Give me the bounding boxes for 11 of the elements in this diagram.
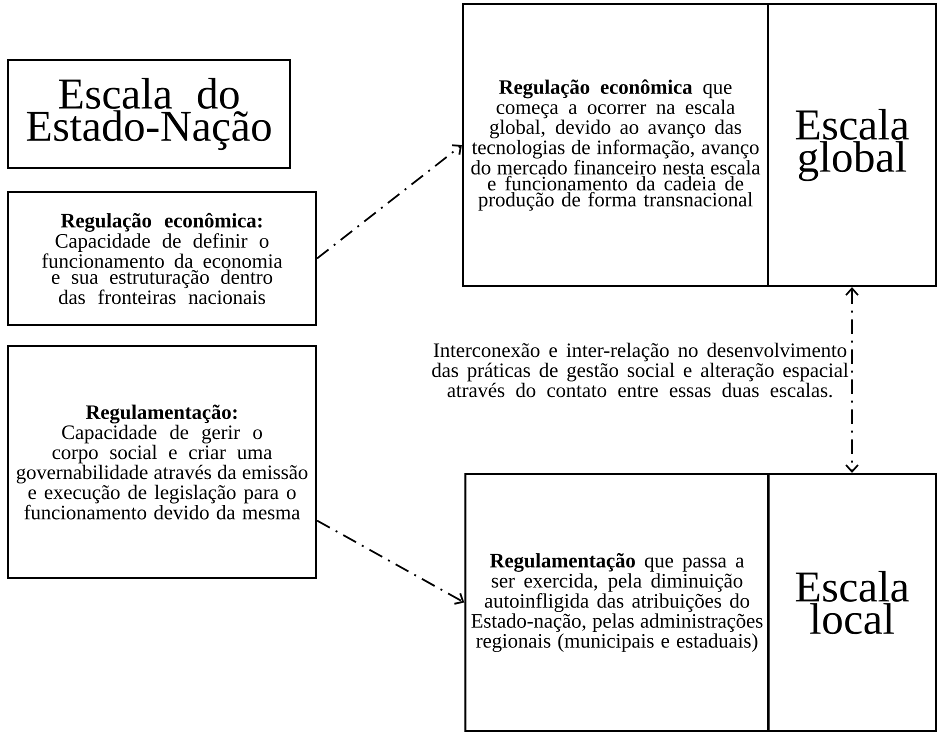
- description-box: Regulação econômica que começa a ocorrer na escala global, devido ao avanço das tecnologias de informação, avanço do mercado financeiro nesta escala e funcionamento da cadeia de produção de forma transnacional: [462, 3, 769, 287]
- description-box: Regulamentação que passa a ser exercida, pela diminuição autoinfligida das atribuições do Estado-nação, pelas administrações regionais (municipais e estaduais): [464, 473, 770, 732]
- scale-box: Escala global: [767, 3, 937, 287]
- description-box: Regulação econômica: Capacidade de definir o funcionamento da economia e sua estruturação dentro das fronteiras nacionais: [7, 191, 317, 326]
- arrow: [845, 287, 859, 473]
- note-text: Interconexão e inter-relação no desenvolvimento das práticas de gestão social e alteração espacial através do contato entre essas duas escalas.: [432, 342, 848, 398]
- arrow: [316, 144, 462, 260]
- scale-box: Escala local: [767, 473, 937, 732]
- description-box: Regulamentação: Capacidade de gerir o corpo social e criar uma governabilidade através da emissão e execução de legislação para o funcionamento devido da mesma: [7, 345, 317, 579]
- scale-box: Escala do Estado-Nação: [7, 59, 291, 169]
- arrow: [316, 520, 464, 605]
